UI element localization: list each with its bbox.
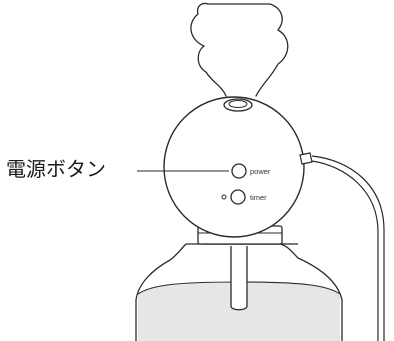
power-label: power bbox=[250, 167, 271, 176]
liquid bbox=[138, 282, 340, 341]
wick-tube bbox=[230, 246, 248, 311]
cable-connector bbox=[299, 152, 313, 165]
power-button-callout: 電源ボタン bbox=[6, 157, 106, 181]
timer-label: timer bbox=[250, 193, 267, 202]
steam-cloud bbox=[190, 2, 289, 97]
power-button[interactable] bbox=[231, 163, 247, 179]
timer-button[interactable] bbox=[230, 189, 246, 205]
bottle-body bbox=[135, 243, 343, 341]
timer-indicator-icon bbox=[221, 194, 227, 200]
power-cable bbox=[311, 155, 385, 341]
